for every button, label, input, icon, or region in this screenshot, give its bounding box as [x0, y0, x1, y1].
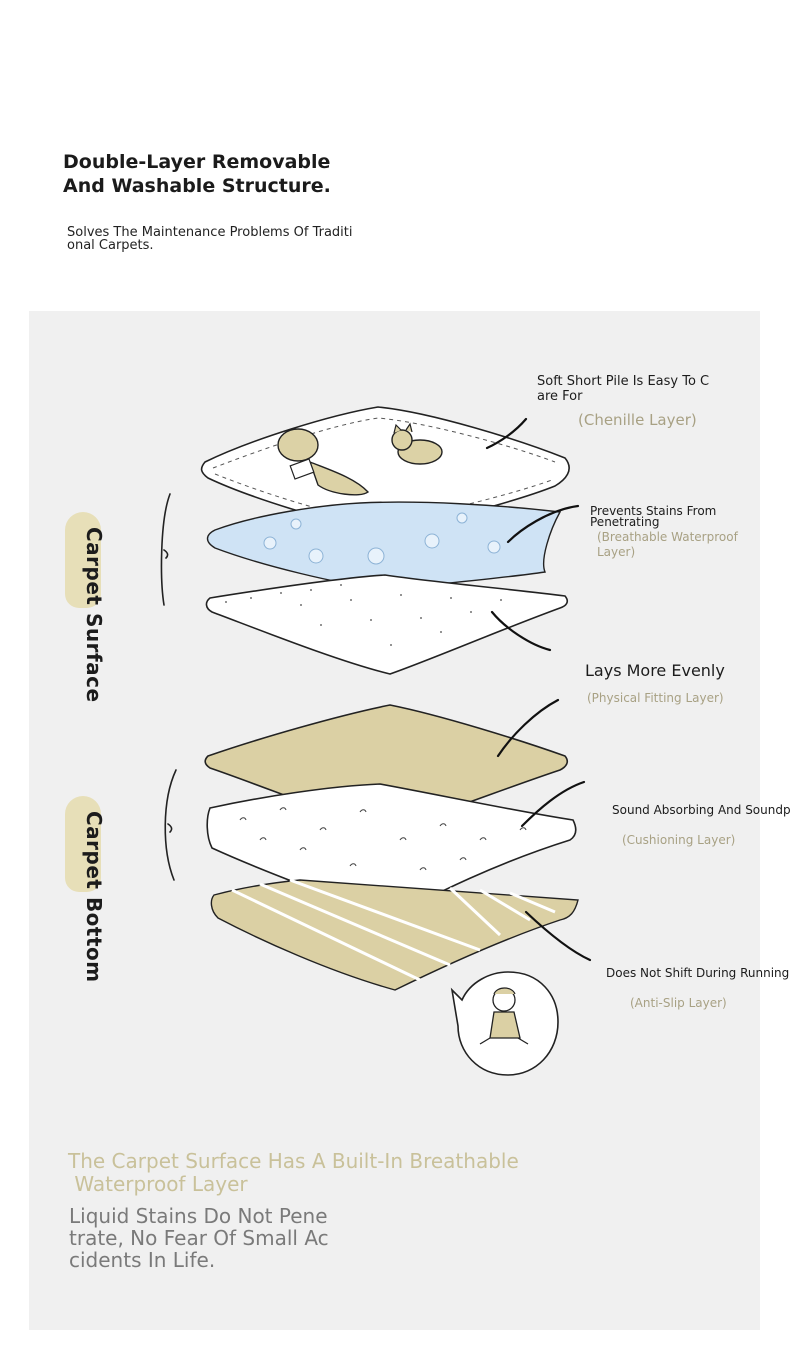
bottom-bracket [164, 769, 177, 881]
callout-waterproof-title: Prevents Stains From Penetrating [590, 504, 717, 529]
carpet-bottom-label: Carpet Bottom [82, 811, 106, 983]
surface-label-tag [65, 512, 101, 608]
callout-waterproof-layer-line1: (Breathable Waterproof [597, 530, 738, 544]
callout-chenille-title-line1: Soft Short Pile Is Easy To C [537, 374, 710, 389]
bottom-label-tag [65, 796, 101, 892]
cushioning-layer [206, 783, 577, 919]
callout-cushioning-layer: (Cushioning Layer) [622, 833, 736, 847]
feature-heading-line1: The Carpet Surface Has A Built-In Breath… [68, 1149, 519, 1173]
title-line-2: And Washable Structure. [63, 175, 331, 197]
subtitle-line-1: Solves The Maintenance Problems Of Tradi… [67, 225, 353, 240]
callout-chenille-title: Soft Short Pile Is Easy To C are For [537, 374, 709, 404]
callout-fitting-title: Lays More Evenly [585, 661, 725, 680]
feature-description: Liquid Stains Do Not Pene trate, No Fear… [69, 1205, 369, 1271]
anti-slip-layer [210, 878, 579, 991]
subtitle-line-2: onal Carpets. [67, 238, 154, 253]
callout-antislip-layer: (Anti-Slip Layer) [630, 996, 727, 1010]
feature-description-line3: cidents In Life. [69, 1248, 216, 1272]
callout-fitting-layer: (Physical Fitting Layer) [587, 691, 724, 705]
callout-waterproof-layer-line2: Layer) [597, 545, 636, 559]
feature-heading-line2: Waterproof Layer [68, 1172, 248, 1196]
page-subtitle: Solves The Maintenance Problems Of Tradi… [67, 226, 367, 252]
title-line-1: Double-Layer Removable [63, 151, 331, 173]
chenille-layer [200, 406, 570, 533]
speech-bubble-illustration [450, 971, 559, 1076]
callout-waterproof-layer: (Breathable Waterproof Layer) [597, 530, 738, 560]
feature-heading: The Carpet Surface Has A Built-In Breath… [68, 1150, 588, 1196]
carpet-surface-label: Carpet Surface [82, 527, 106, 703]
feature-description-line1: Liquid Stains Do Not Pene [69, 1204, 328, 1228]
fitting-base-layer [205, 574, 568, 675]
callout-waterproof-title-line1: Prevents Stains From [590, 504, 717, 518]
callout-chenille-title-line2: are For [537, 389, 583, 404]
callout-leaders [485, 417, 592, 962]
callout-waterproof-title-line2: Penetrating [590, 515, 660, 529]
surface-bracket [160, 493, 171, 606]
feature-description-line2: trate, No Fear Of Small Ac [69, 1226, 329, 1250]
waterproof-layer [206, 501, 562, 591]
callout-antislip-title: Does Not Shift During Running A [606, 966, 790, 980]
page-title: Double-Layer Removable And Washable Stru… [63, 150, 383, 198]
callout-chenille-layer: (Chenille Layer) [578, 411, 697, 429]
callout-cushioning-title: Sound Absorbing And Soundproof [612, 803, 790, 817]
